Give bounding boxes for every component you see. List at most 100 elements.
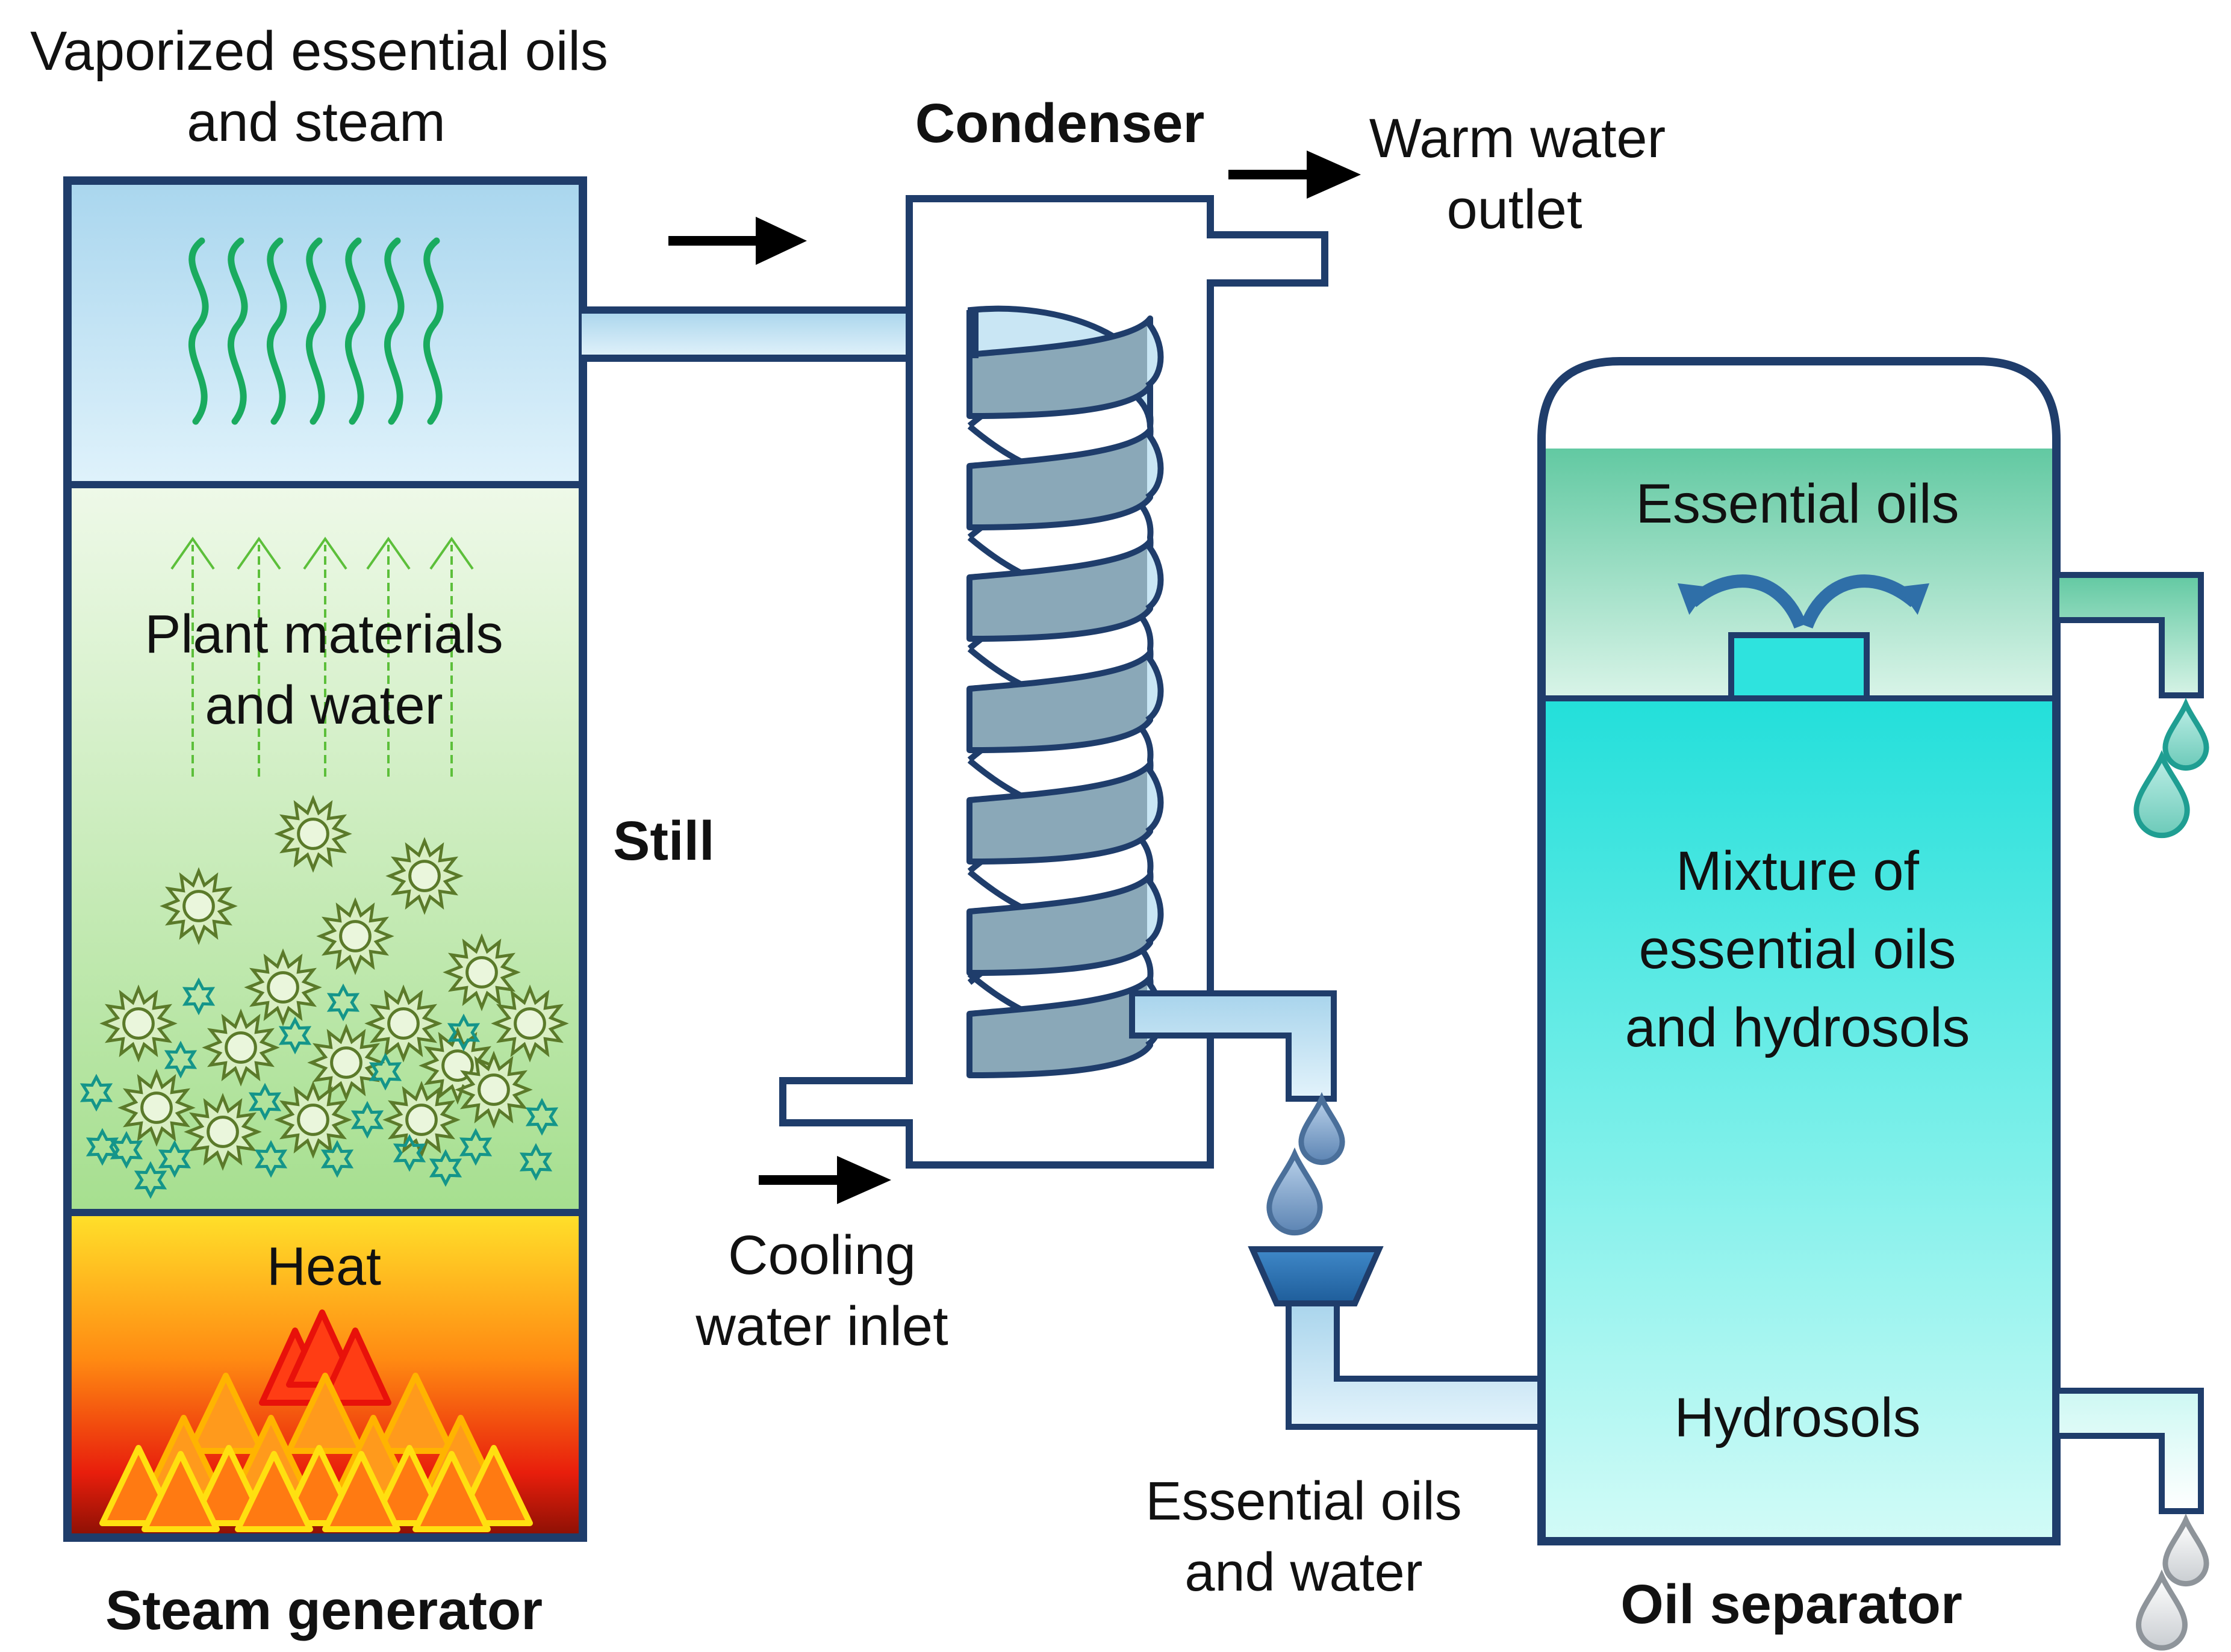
oil-separator xyxy=(1537,357,2061,1545)
steam-rise-arrow xyxy=(366,536,411,777)
condenser-coil xyxy=(966,305,1164,1078)
plant-star xyxy=(350,1101,384,1139)
plant-star xyxy=(278,1016,312,1055)
steam-rise-arrow xyxy=(429,536,474,777)
plant-sunburst-core xyxy=(405,1104,438,1136)
drop-icon xyxy=(2162,697,2209,771)
plant-sunburst-core xyxy=(408,860,441,892)
plant-sunburst xyxy=(117,1069,196,1147)
plant-star xyxy=(320,1140,354,1178)
column-outline xyxy=(63,176,587,1542)
mixture-fill xyxy=(1542,695,2056,1541)
drop-icon xyxy=(1298,1092,1345,1166)
vapor-wave xyxy=(228,237,248,425)
vapor-waves xyxy=(188,237,444,425)
plant-star xyxy=(429,1149,462,1187)
plant-sunburst-core xyxy=(330,1046,362,1079)
drop-icon xyxy=(2136,1569,2188,1651)
hydrosol-outlet-pipe xyxy=(2053,1388,2204,1514)
separator-outline xyxy=(1537,357,2061,1545)
plant-star xyxy=(86,1128,119,1166)
flame-triangle xyxy=(376,1373,455,1454)
vapor-label-line2: and steam xyxy=(187,92,446,153)
plant-sunburst-core xyxy=(122,1007,155,1040)
plant-sunburst xyxy=(160,867,238,945)
funnel xyxy=(1248,1246,1384,1306)
coil-rim xyxy=(1145,319,1164,389)
cooling-water-label-line1: Cooling xyxy=(728,1225,916,1286)
coil-rim xyxy=(1145,876,1164,946)
hydrosols-label: Hydrosols xyxy=(1674,1387,1921,1449)
oil-separator-label: Oil separator xyxy=(1620,1574,1962,1635)
warm-water-label-line2: outlet xyxy=(1446,179,1582,240)
coil-rim xyxy=(1145,430,1164,500)
vapor-wave xyxy=(384,237,405,425)
plant-label-line2: and water xyxy=(205,675,443,736)
heat-label: Heat xyxy=(266,1237,382,1297)
still-label: Still xyxy=(613,810,715,872)
vapor-wave xyxy=(306,237,326,425)
vapor-wave xyxy=(188,237,209,425)
coil-inlet-cap xyxy=(966,310,979,358)
plant-material-pile xyxy=(79,795,569,1199)
coil-rim xyxy=(1145,653,1164,723)
plant-sunburst xyxy=(491,984,569,1063)
plant-star xyxy=(393,1134,426,1172)
drain-pipe xyxy=(1286,1297,1545,1430)
plant-star xyxy=(134,1161,167,1199)
plant-star xyxy=(164,1040,198,1079)
mixture-label-line2: essential oils xyxy=(1638,919,1956,980)
vapor-label-line1: Vaporized essential oils xyxy=(30,20,608,82)
oil-flow-arrow-right xyxy=(1800,574,1920,629)
oil-flow-arrowhead xyxy=(1898,583,1930,615)
oil-overflow-block xyxy=(1728,632,1870,701)
steam-rise-arrow xyxy=(237,536,281,777)
plant-sunburst xyxy=(316,897,394,975)
drops xyxy=(1266,697,2209,1651)
plant-sunburst xyxy=(455,1051,533,1129)
plant-sunburst xyxy=(202,1008,280,1087)
coil-rim xyxy=(1145,542,1164,612)
cooling-water-arrow xyxy=(759,1156,891,1204)
oil-outlet-pipe xyxy=(2053,572,2204,698)
plant-sunburst-core xyxy=(225,1031,257,1064)
flame-triangle xyxy=(235,1451,313,1532)
plant-sunburst-core xyxy=(297,818,329,850)
eo-water-label-line2: and water xyxy=(1184,1542,1423,1603)
coil-outlet-pipe-body xyxy=(1129,990,1337,1102)
eo-water-label-line1: Essential oils xyxy=(1145,1471,1462,1532)
plant-sunburst-core xyxy=(339,920,372,952)
funnel-drain xyxy=(1248,1246,1545,1430)
plant-sunburst-core xyxy=(297,1104,329,1136)
plant-sunburst xyxy=(364,984,443,1063)
steam-rise-arrow xyxy=(170,536,215,777)
steam-generator-label: Steam generator xyxy=(105,1580,543,1641)
plant-sunburst-core xyxy=(478,1073,510,1106)
flame-triangle xyxy=(319,1328,391,1406)
vapor-wave xyxy=(345,237,366,425)
plant-star xyxy=(158,1140,191,1178)
drop-icon xyxy=(1266,1147,1323,1235)
plant-sunburst-core xyxy=(140,1092,173,1124)
plant-sunburst xyxy=(99,984,178,1063)
drop-icon xyxy=(2162,1513,2209,1587)
mixture-label-line1: Mixture of xyxy=(1676,840,1919,902)
plant-star xyxy=(447,1013,481,1052)
oil-layer-fill xyxy=(1542,449,2056,698)
oil-flow-arrow-left xyxy=(1687,574,1807,629)
plant-sunburst-core xyxy=(514,1007,546,1040)
warm-water-arrow xyxy=(1228,151,1361,199)
cooling-water-label-line2: water inlet xyxy=(695,1296,948,1357)
flame-pile xyxy=(99,1309,533,1532)
steam-rise-arrows xyxy=(170,536,474,777)
plant-star xyxy=(254,1140,288,1178)
flame-triangle xyxy=(412,1451,491,1532)
plant-sunburst xyxy=(443,933,521,1011)
plant-sunburst xyxy=(184,1093,262,1171)
plant-star xyxy=(519,1143,553,1181)
vapor-chamber xyxy=(67,181,583,483)
plant-star xyxy=(182,977,216,1016)
vapor-wave xyxy=(423,237,444,425)
essential-oils-label: Essential oils xyxy=(1635,473,1959,535)
